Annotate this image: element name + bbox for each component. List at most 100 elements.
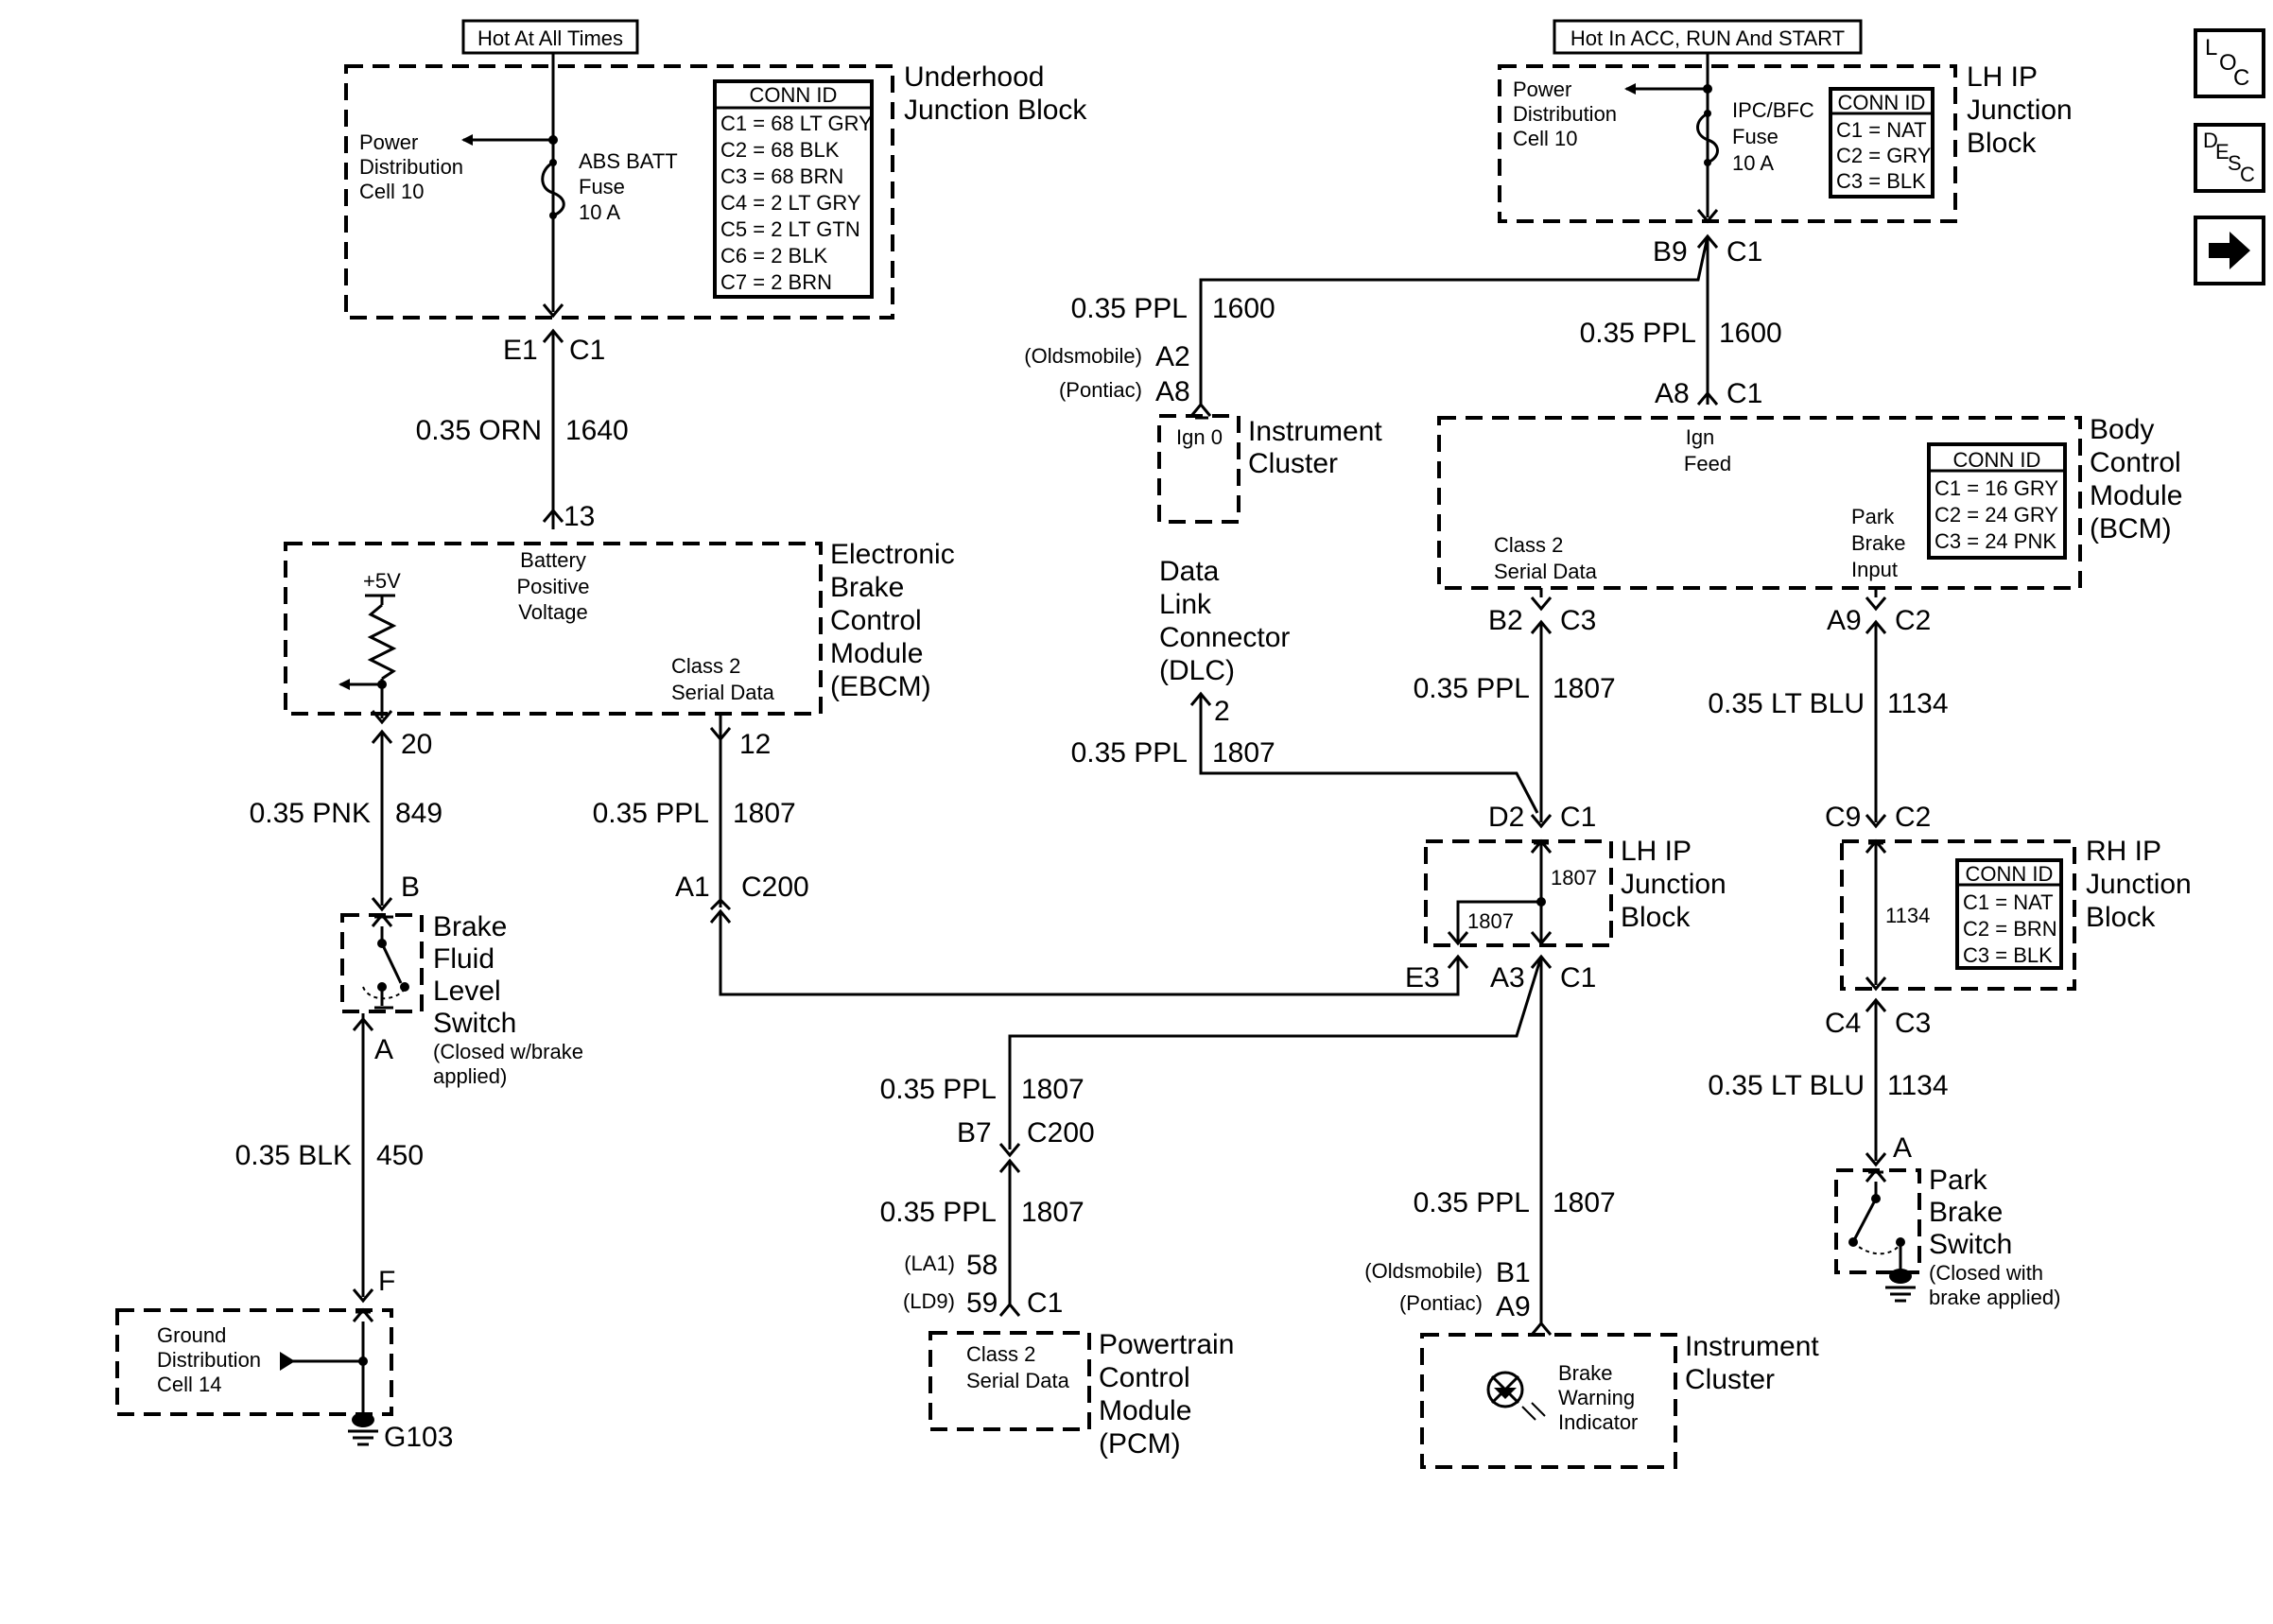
diagram-label: 12 bbox=[739, 729, 771, 760]
switch-contact-icon bbox=[1853, 1198, 1878, 1239]
underhood-junction-block bbox=[344, 64, 894, 320]
diagram-label: C1 = NAT bbox=[1836, 118, 1927, 142]
diagram-label: Cluster bbox=[1685, 1364, 1775, 1395]
diagram-label: Switch bbox=[433, 1008, 516, 1039]
diagram-label: C1 bbox=[1726, 236, 1762, 268]
wire-1807-lhip-e3 bbox=[719, 911, 1460, 996]
diagram-label: (LD9) bbox=[903, 1289, 955, 1313]
diagram-label: 0.35 PNK bbox=[250, 798, 371, 829]
diagram-label: 10 A bbox=[579, 200, 620, 224]
diagram-label: Control bbox=[830, 605, 922, 636]
diagram-label: Cell 10 bbox=[1513, 127, 1577, 150]
diagram-label: C5 = 2 LT GTN bbox=[720, 217, 860, 241]
diagram-label: Block bbox=[1621, 902, 1691, 933]
next-button[interactable] bbox=[2194, 216, 2265, 285]
diagram-label: Serial Data bbox=[966, 1369, 1070, 1392]
diagram-label: O bbox=[2219, 50, 2237, 76]
diagram-label: D bbox=[2203, 129, 2218, 152]
diagram-label: Brake bbox=[1851, 531, 1905, 555]
ground-distribution-cell-14 bbox=[115, 1308, 393, 1416]
diagram-label: C1 bbox=[1560, 802, 1596, 833]
diagram-label: Cell 14 bbox=[157, 1373, 221, 1396]
hot-at-all-times-label: Hot At All Times bbox=[477, 26, 623, 50]
diagram-label: Power bbox=[1513, 78, 1571, 101]
diagram-label: CONN ID bbox=[1953, 448, 2041, 472]
diagram-label: 1807 bbox=[1553, 1187, 1616, 1218]
diagram-label: C bbox=[2233, 65, 2249, 91]
diagram-label: Fuse bbox=[579, 175, 625, 199]
diagram-label: Power bbox=[359, 130, 418, 154]
diagram-label: Connector bbox=[1159, 622, 1290, 653]
diagram-label: Junction bbox=[2086, 869, 2192, 900]
lh-ip-junction-block-splice bbox=[1424, 839, 1613, 947]
diagram-label: A1 bbox=[675, 872, 710, 903]
diagram-label: Module bbox=[2090, 480, 2182, 511]
diagram-label: C3 = BLK bbox=[1963, 943, 2053, 967]
diagram-label: 1134 bbox=[1887, 1070, 1949, 1101]
diagram-label: A bbox=[374, 1034, 393, 1065]
diagram-label: 1807 bbox=[1551, 866, 1597, 890]
diagram-label: Switch bbox=[1929, 1229, 2012, 1260]
arrow-right-icon bbox=[2209, 232, 2250, 269]
diagram-label: Block bbox=[2086, 902, 2156, 933]
diagram-label: C6 = 2 BLK bbox=[720, 244, 827, 268]
diagram-label: 20 bbox=[401, 729, 432, 760]
diagram-label: C3 = BLK bbox=[1836, 169, 1926, 193]
wire-1807-dlc bbox=[1199, 694, 1539, 814]
diagram-label: Link bbox=[1159, 589, 1212, 620]
diagram-label: CONN ID bbox=[750, 83, 838, 107]
diagram-label: C1 bbox=[1560, 962, 1596, 993]
diagram-label: 0.35 PPL bbox=[593, 798, 709, 829]
diagram-label: D2 bbox=[1488, 802, 1524, 833]
ground-icon bbox=[348, 1412, 378, 1446]
diagram-label: E bbox=[2215, 140, 2230, 164]
diagram-label: 0.35 PPL bbox=[1414, 1187, 1530, 1218]
diagram-label: RH IP bbox=[2086, 836, 2161, 867]
diagram-label: 0.35 PPL bbox=[1414, 673, 1530, 704]
loc-button[interactable]: L O C bbox=[2194, 28, 2265, 98]
diagram-label: (LA1) bbox=[904, 1252, 955, 1275]
diagram-label: Control bbox=[2090, 447, 2181, 478]
diagram-label: C1 bbox=[1027, 1287, 1063, 1319]
diagram-label: B bbox=[401, 872, 420, 903]
diagram-label: Junction bbox=[1621, 869, 1726, 900]
diagram-label: Serial Data bbox=[1494, 560, 1598, 583]
lh-ip-junction-block-fuse bbox=[1498, 64, 1957, 223]
diagram-label: Ground bbox=[157, 1323, 226, 1347]
diagram-label: LH IP bbox=[1967, 61, 2038, 93]
diagram-label: Brake bbox=[1558, 1361, 1612, 1385]
diagram-label: CONN ID bbox=[1838, 91, 1926, 114]
diagram-label: 59 bbox=[966, 1287, 998, 1319]
diagram-label: (Oldsmobile) bbox=[1364, 1259, 1483, 1283]
diagram-label: (EBCM) bbox=[830, 671, 931, 702]
diagram-label: Serial Data bbox=[671, 681, 775, 704]
diagram-label: Module bbox=[830, 638, 923, 669]
diagram-label: C1 bbox=[1726, 378, 1762, 409]
diagram-label: Park bbox=[1851, 505, 1895, 528]
wire-1807-pcm bbox=[1008, 956, 1543, 1149]
diagram-label: L bbox=[2205, 35, 2217, 60]
park-brake-switch bbox=[1834, 1168, 1921, 1274]
desc-button[interactable]: D E S C bbox=[2194, 123, 2265, 193]
diagram-label: Distribution bbox=[359, 155, 463, 179]
rh-ip-junction-block bbox=[1840, 839, 2076, 991]
diagram-label: C1 = 16 GRY bbox=[1935, 476, 2058, 500]
resistor-icon bbox=[367, 603, 397, 681]
diagram-label: 0.35 ORN bbox=[416, 415, 542, 446]
diagram-label: 0.35 PPL bbox=[1071, 737, 1188, 769]
diagram-label: 450 bbox=[376, 1140, 424, 1171]
diagram-label: (Closed w/brake bbox=[433, 1040, 583, 1063]
diagram-label: A3 bbox=[1490, 962, 1525, 993]
diagram-label: C2 = GRY bbox=[1836, 144, 1932, 167]
diagram-label: B2 bbox=[1488, 605, 1523, 636]
diagram-label: 1807 bbox=[1467, 909, 1514, 933]
diagram-label: Positive bbox=[516, 575, 589, 598]
diagram-label: Block bbox=[1967, 128, 2037, 159]
diagram-label: 0.35 LT BLU bbox=[1708, 1070, 1865, 1101]
diagram-label: Brake bbox=[1929, 1197, 2003, 1228]
diagram-label: Warning bbox=[1558, 1386, 1635, 1409]
diagram-label: Powertrain bbox=[1099, 1329, 1234, 1360]
diagram-label: 0.35 PPL bbox=[880, 1074, 997, 1105]
diagram-label: C3 = 68 BRN bbox=[720, 164, 843, 188]
diagram-label: 1807 bbox=[1212, 737, 1275, 769]
